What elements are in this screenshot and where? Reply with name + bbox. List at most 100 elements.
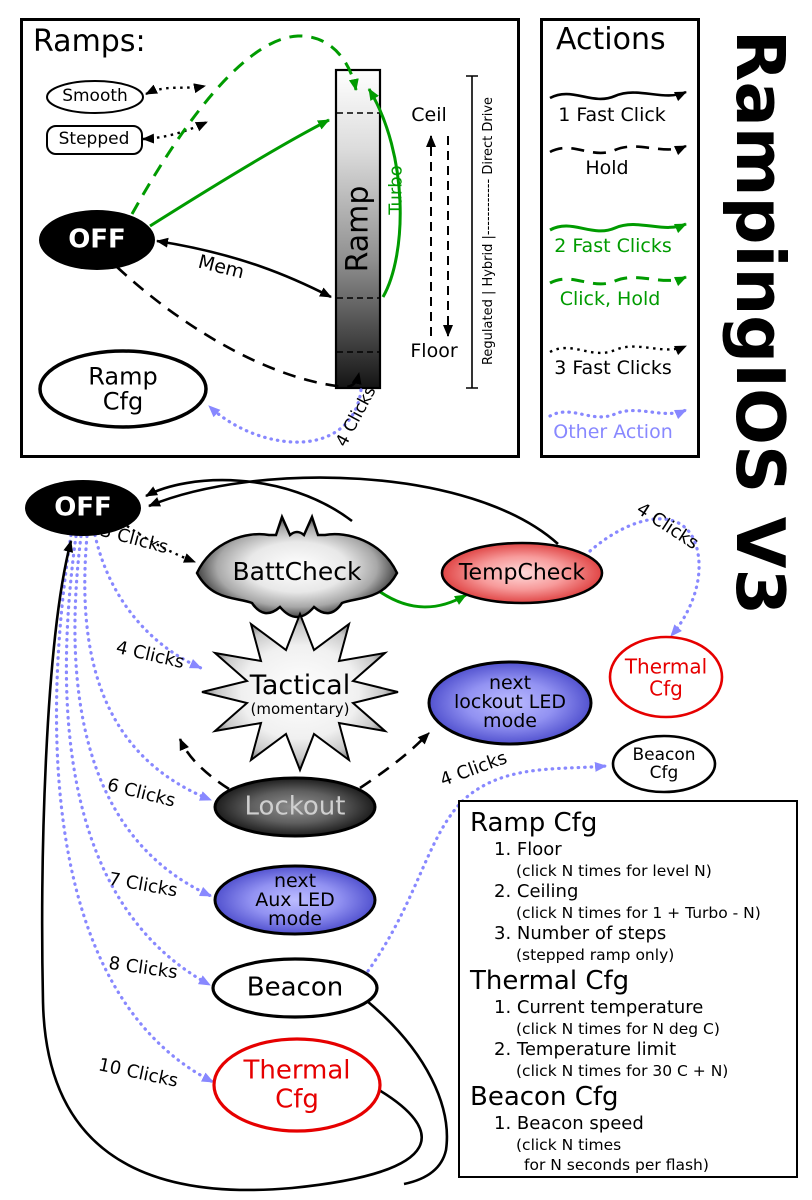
cfg-item: 3. Number of steps [494, 923, 667, 944]
actions-legend-box [540, 18, 700, 458]
ramp-cfg-ellipse [38, 349, 208, 429]
lockout-ellipse [213, 776, 377, 838]
cfg-sub: for N seconds per flash) [524, 1156, 709, 1174]
legend-label-3fastclicks: 3 Fast Clicks [554, 357, 672, 380]
edge-off-8clicks-beacon [64, 534, 212, 987]
stepped-label: Stepped [58, 129, 130, 150]
tactical-sub-label: (momentary) [250, 700, 350, 719]
edge-off-2clicks-ceil [149, 118, 330, 228]
lockout-led-ellipse [427, 660, 593, 746]
tempcheck-label: TempCheck [458, 560, 586, 586]
edge-beacon-4clicks-beaconcfg [366, 761, 608, 973]
cfg-sub: (click N times [516, 1136, 622, 1154]
off-label-ramps: OFF [68, 224, 126, 255]
cfg-heading-beacon: Beacon Cfg [470, 1082, 619, 1112]
edge-beacon-return [366, 1000, 449, 1186]
legend-label-1fastclick: 1 Fast Click [558, 104, 666, 127]
lockout-led-label-line2: lockout LED [453, 691, 567, 714]
edge-off-hold-floor [116, 266, 362, 389]
edge-off-clickhold-ramp [130, 34, 359, 215]
edge-smooth-toggle [145, 83, 206, 96]
edge-off-3clicks-battcheck [126, 525, 196, 564]
edge-lockout-hold-lockoutled [359, 732, 430, 790]
edge-off-6clicks-lockout [83, 534, 213, 802]
ramp-cfg-label-line2: Cfg [102, 387, 144, 416]
thermal-cfg-bottom-ellipse [212, 1037, 382, 1133]
cfg-item: 2. Temperature limit [494, 1039, 677, 1060]
drive-axis-label: Regulated | Hybrid |------------ Direct … [481, 96, 497, 366]
legend-arrow-2fastclicks [549, 222, 687, 234]
cfg-sub: (click N times for level N) [516, 862, 712, 880]
beacon-label: Beacon [246, 972, 344, 1003]
edge-battcheck-1click-off [145, 478, 353, 523]
tactical-label: Tactical [249, 669, 351, 701]
beacon-cfg-label-line1: Beacon [632, 745, 696, 766]
aux-led-label-line2: Aux LED [255, 889, 335, 912]
ceil-label: Ceil [411, 104, 447, 127]
edge-ramp-turbo [367, 88, 402, 298]
aux-led-ellipse [213, 864, 377, 936]
thermal-cfg-bottom-label-line1: Thermal [243, 1055, 351, 1086]
edge-battcheck-2clicks-tempcheck [375, 587, 467, 609]
legend-arrow-otheraction [548, 408, 688, 420]
stepped-rect [46, 125, 143, 155]
config-description-box: Ramp Cfg 1. Floor (click N times for lev… [458, 800, 798, 1178]
edge-tempcheck-4clicks-thermalcfg [588, 517, 701, 638]
beacon-cfg-ellipse [611, 734, 717, 794]
off-ellipse-ramps [39, 210, 155, 270]
drive-axis-ticks [466, 75, 478, 389]
lockout-led-label-line1: next [488, 672, 532, 695]
lockout-led-label-line3: mode [483, 710, 537, 733]
legend-label-otheraction: Other Action [553, 421, 673, 444]
aux-led-label-line1: next [273, 870, 317, 893]
edge-bottom-return-off [40, 540, 423, 1192]
legend-arrow-3fastclicks [549, 344, 687, 356]
edge-tempcheck-1click-off [148, 476, 559, 545]
off-label-main: OFF [54, 492, 112, 523]
cfg-heading-ramp: Ramp Cfg [470, 808, 598, 838]
thermal-cfg-bottom-label-line2: Cfg [275, 1084, 319, 1115]
beacon-cfg-label-line2: Cfg [649, 763, 679, 784]
cfg-item: 1. Current temperature [494, 997, 704, 1018]
cfg-item: 2. Ceiling [494, 881, 579, 902]
cfg-sub: (stepped ramp only) [516, 946, 675, 964]
legend-arrow-clickhold [549, 275, 687, 287]
edge-ramp-4clicks-rampcfg [207, 388, 363, 444]
legend-label-2fastclicks: 2 Fast Clicks [554, 235, 672, 258]
tempcheck-ellipse [440, 541, 604, 605]
lockout-label: Lockout [244, 791, 346, 822]
off-ellipse-main [25, 480, 141, 536]
ramp-bar-label: Ramp [340, 185, 376, 273]
edge-off-4clicks-tactical [93, 533, 203, 670]
legend-label-clickhold: Click, Hold [559, 288, 661, 311]
smooth-label: Smooth [62, 86, 128, 107]
battcheck-label: BattCheck [232, 556, 362, 586]
actions-title: Actions [556, 22, 666, 57]
legend-arrow-1fastclick [549, 90, 687, 102]
aux-led-label-line3: mode [268, 908, 322, 931]
edge-lockout-exit [178, 738, 230, 791]
legend-arrow-hold [549, 144, 687, 156]
edge-off-mem [156, 237, 332, 299]
floor-label: Floor [410, 340, 458, 363]
edge-off-10clicks-thermalcfg [54, 533, 215, 1084]
thermal-cfg-right-ellipse [608, 635, 724, 719]
ramps-title: Ramps: [33, 24, 146, 59]
turbo-label: Turbo [385, 165, 407, 215]
app-title: RampingIOS V3 [721, 29, 799, 616]
cfg-sub: (click N times for N deg C) [516, 1020, 720, 1038]
cfg-item: 1. Floor [494, 839, 562, 860]
edge-off-7clicks-auxled [73, 534, 213, 898]
cfg-heading-thermal: Thermal Cfg [470, 966, 630, 996]
cfg-sub: (click N times for 1 + Turbo - N) [516, 904, 761, 922]
cfg-sub: (click N times for 30 C + N) [516, 1062, 729, 1080]
beacon-ellipse [211, 957, 379, 1019]
ramps-legend-box [20, 18, 520, 458]
cfg-item: 1. Beacon speed [494, 1113, 644, 1134]
tactical-star-shape [201, 611, 399, 773]
legend-label-hold: Hold [585, 157, 629, 180]
edge-stepped-toggle [142, 120, 208, 144]
thermal-cfg-right-label-line1: Thermal [624, 654, 708, 679]
